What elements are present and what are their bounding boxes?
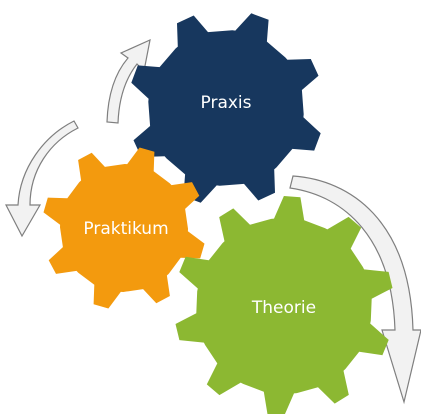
gear-praxis: Praxis	[131, 13, 321, 203]
gear-shape-praktikum	[43, 147, 205, 309]
gear-label-praxis: Praxis	[201, 93, 252, 113]
gear-shape-theorie	[175, 196, 393, 414]
gear-label-praktikum: Praktikum	[83, 219, 168, 239]
curved-arrow-icon	[5, 120, 79, 238]
arrow-praktikum-to-praxis	[106, 38, 151, 124]
gear-theorie: Theorie	[175, 196, 393, 414]
gear-label-theorie: Theorie	[251, 298, 316, 318]
arrow-praxis-to-theorie	[289, 175, 421, 405]
curved-arrow-icon	[106, 38, 151, 124]
gear-shape-praxis	[131, 13, 321, 203]
arrow-praxis-to-praktikum	[5, 120, 79, 238]
curved-arrow-icon	[289, 175, 421, 405]
gear-praktikum: Praktikum	[43, 147, 205, 309]
